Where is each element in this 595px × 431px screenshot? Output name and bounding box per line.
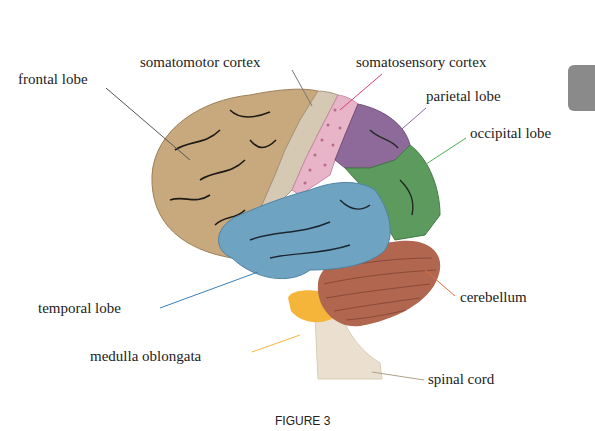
side-tab <box>568 65 595 111</box>
part-label: parietal lobe <box>426 87 501 105</box>
figure-caption: FIGURE 3 <box>275 414 330 428</box>
part-label: medulla oblongata <box>90 347 201 365</box>
part-label: cerebellum <box>460 288 527 306</box>
part-label: somatomotor cortex <box>140 53 260 71</box>
part-label: occipital lobe <box>470 124 551 142</box>
part-label: somatosensory cortex <box>356 53 486 71</box>
leader-lines <box>106 70 466 380</box>
part-label: temporal lobe <box>38 299 121 317</box>
temporal-sulci <box>250 200 370 258</box>
part-label: frontal lobe <box>18 70 88 88</box>
somatosensory-dots <box>304 109 342 185</box>
temporal-lobe-shape <box>219 183 391 279</box>
part-label: spinal cord <box>428 370 494 388</box>
